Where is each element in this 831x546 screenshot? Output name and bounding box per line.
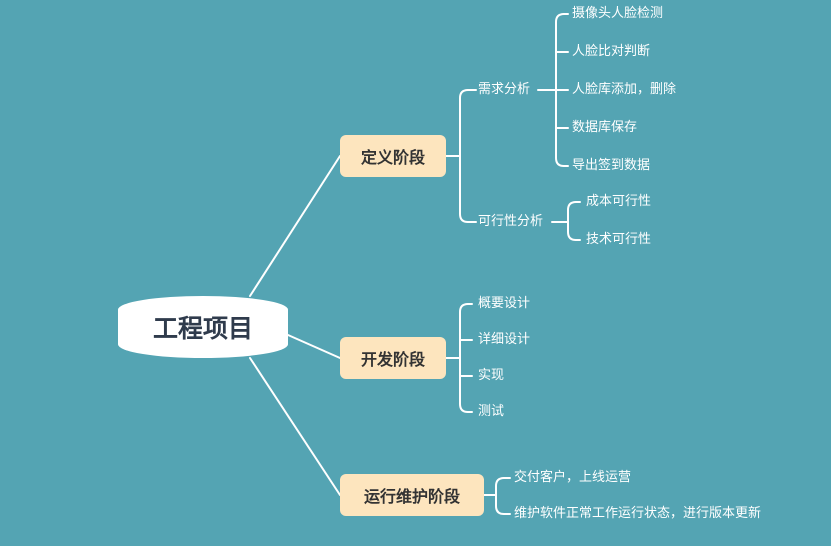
stage-node-development[interactable]: 开发阶段 bbox=[340, 337, 446, 379]
connector-stage1-bracket bbox=[459, 89, 469, 223]
leaf-cost-feasibility[interactable]: 成本可行性 bbox=[586, 194, 652, 209]
connector-root-stage-2 bbox=[287, 334, 341, 359]
connector-stage3-bracket bbox=[495, 477, 505, 515]
leaf-deliver-launch[interactable]: 交付客户，上线运营 bbox=[514, 470, 632, 485]
connector-root-stage-3 bbox=[249, 357, 341, 496]
leaf-database-save[interactable]: 数据库保存 bbox=[572, 120, 638, 135]
leaf-implementation[interactable]: 实现 bbox=[478, 368, 505, 383]
topic-requirements-analysis[interactable]: 需求分析 bbox=[478, 82, 531, 97]
leaf-face-comparison[interactable]: 人脸比对判断 bbox=[572, 44, 651, 59]
leaf-export-checkin-data[interactable]: 导出签到数据 bbox=[572, 158, 651, 173]
connector-root-stage-1 bbox=[249, 155, 341, 297]
leaf-camera-face-detection[interactable]: 摄像头人脸检测 bbox=[572, 6, 664, 21]
stage-node-maintenance[interactable]: 运行维护阶段 bbox=[340, 474, 484, 516]
leaf-maintain-update[interactable]: 维护软件正常工作运行状态，进行版本更新 bbox=[514, 506, 762, 521]
leaf-face-library-edit[interactable]: 人脸库添加，删除 bbox=[572, 82, 677, 97]
connector-feas-bracket bbox=[567, 201, 577, 241]
leaf-outline-design[interactable]: 概要设计 bbox=[478, 296, 531, 311]
root-node[interactable]: 工程项目 bbox=[118, 296, 288, 358]
connector-stage2-bracket bbox=[459, 303, 469, 413]
leaf-detailed-design[interactable]: 详细设计 bbox=[478, 332, 531, 347]
leaf-testing[interactable]: 测试 bbox=[478, 404, 505, 419]
leaf-technical-feasibility[interactable]: 技术可行性 bbox=[586, 232, 652, 247]
topic-feasibility-analysis[interactable]: 可行性分析 bbox=[478, 214, 544, 229]
stage-node-definition[interactable]: 定义阶段 bbox=[340, 135, 446, 177]
